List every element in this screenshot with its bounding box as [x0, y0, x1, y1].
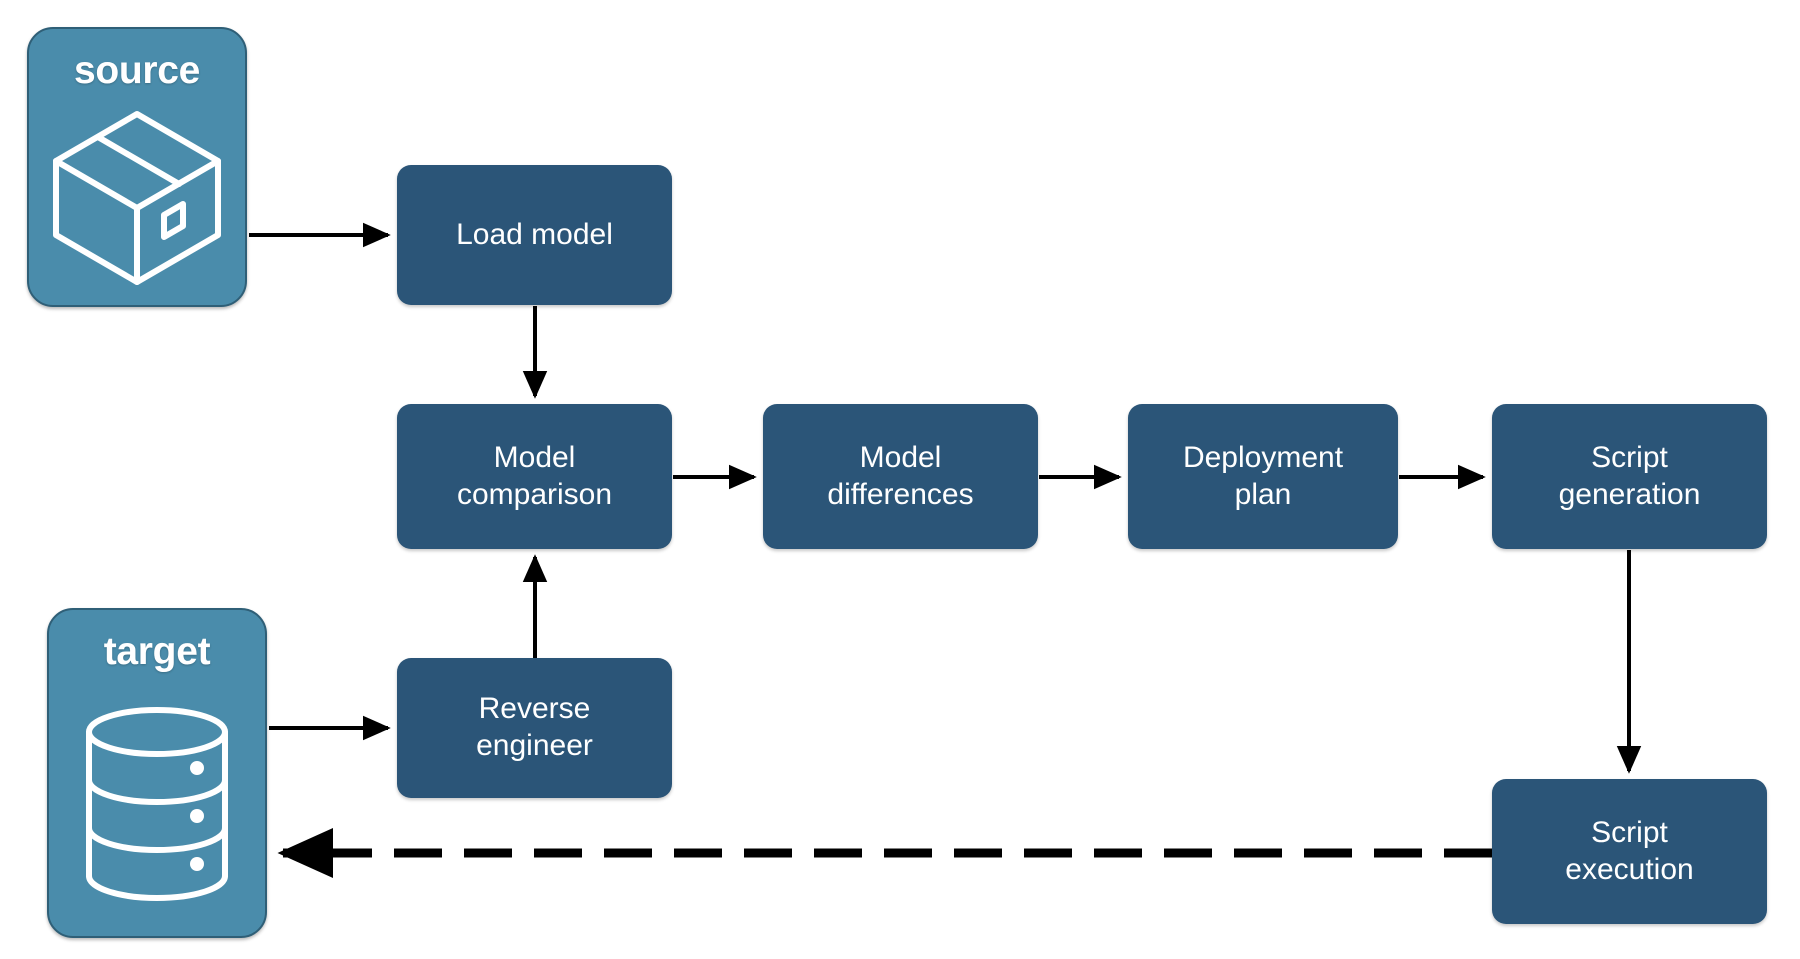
- endpoint-label-source: source: [73, 49, 201, 92]
- endpoint-node-target[interactable]: target: [47, 608, 267, 938]
- process-label-deployment-plan: Deployment plan: [1182, 440, 1344, 511]
- process-label-reverse-engineer: Reverse engineer: [476, 692, 593, 762]
- process-node-script-generation[interactable]: Script generation: [1492, 404, 1767, 549]
- process-label-model-differences: Model differences: [827, 440, 974, 511]
- package-box-icon: [29, 90, 245, 305]
- process-label-model-comparison: Model comparison: [456, 440, 613, 511]
- process-node-reverse-engineer[interactable]: Reverse engineer: [397, 658, 672, 798]
- process-label-load-model: Load model: [456, 217, 613, 251]
- database-cylinder-icon: [49, 671, 265, 936]
- process-label-script-generation: Script generation: [1558, 440, 1701, 511]
- endpoint-label-target: target: [103, 630, 211, 673]
- process-node-script-execution[interactable]: Script execution: [1492, 779, 1767, 924]
- process-node-deployment-plan[interactable]: Deployment plan: [1128, 404, 1398, 549]
- process-node-model-comparison[interactable]: Model comparison: [397, 404, 672, 549]
- process-label-script-execution: Script execution: [1565, 815, 1694, 886]
- process-node-load-model[interactable]: Load model: [397, 165, 672, 305]
- endpoint-node-source[interactable]: source: [27, 27, 247, 307]
- process-node-model-differences[interactable]: Model differences: [763, 404, 1038, 549]
